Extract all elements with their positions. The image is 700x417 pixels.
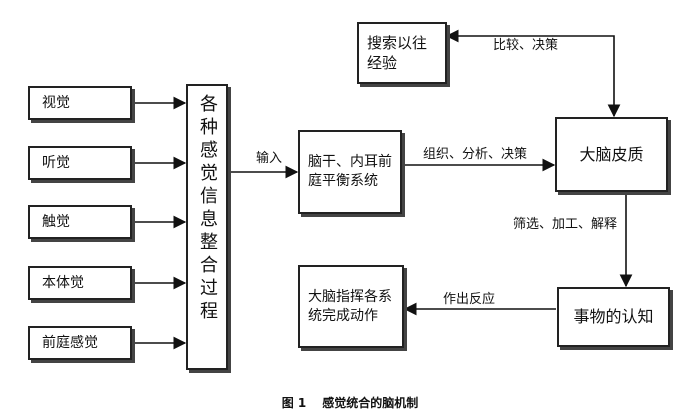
figure-title: 感觉统合的脑机制 — [322, 396, 419, 410]
integration-label: 各种感觉信息整合过程 — [197, 94, 218, 324]
node-cognition: 事物的认知 — [557, 287, 670, 347]
edge-label-respond: 作出反应 — [443, 292, 496, 307]
node-vestibular: 前庭感觉 — [28, 326, 132, 360]
node-cortex: 大脑皮质 — [555, 117, 668, 192]
node-hearing: 听觉 — [28, 146, 132, 180]
arrow-compare — [445, 29, 621, 118]
edge-label-compare: 比较、决策 — [493, 38, 559, 53]
node-brainstem: 脑干、内耳前庭平衡系统 — [298, 130, 402, 214]
figure-number: 图 1 — [281, 396, 307, 410]
node-integration: 各种感觉信息整合过程 — [186, 84, 228, 370]
edge-label-filter: 筛选、加工、解释 — [513, 217, 618, 232]
node-memory-search: 搜索以往经验 — [357, 22, 447, 84]
node-proprioception: 本体觉 — [28, 266, 132, 300]
node-touch: 触觉 — [28, 205, 132, 239]
node-vision: 视觉 — [28, 86, 132, 120]
figure-caption: 图 1 感觉统合的脑机制 — [0, 394, 700, 411]
node-motor-command: 大脑指挥各系统完成动作 — [298, 265, 404, 348]
edge-label-organize: 组织、分析、决策 — [423, 147, 528, 162]
edge-label-input: 输入 — [256, 151, 283, 166]
